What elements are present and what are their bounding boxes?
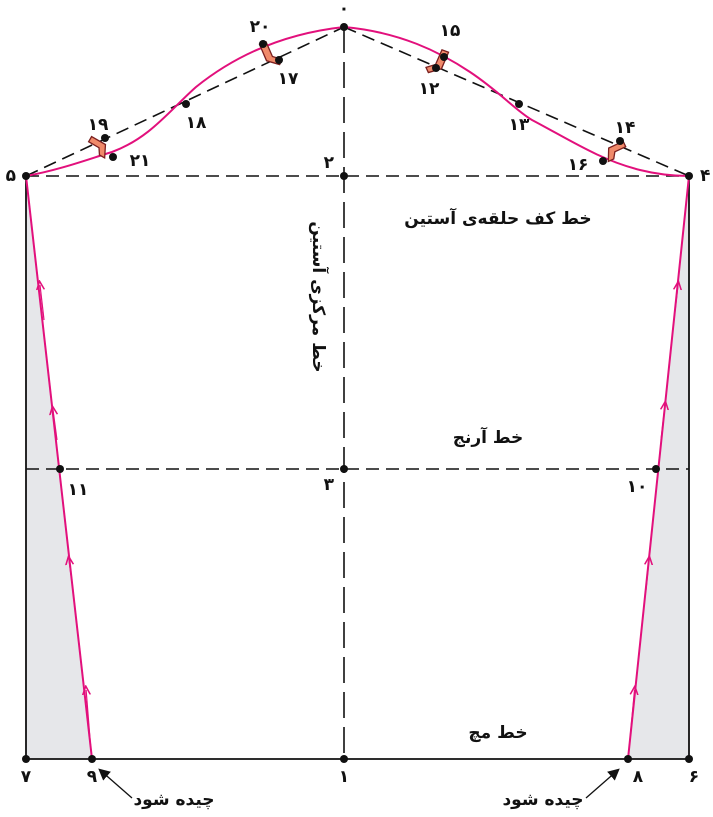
point-12-label: ۱۲ bbox=[419, 79, 440, 99]
point-14-label: ۱۴ bbox=[615, 118, 636, 138]
point-17-dot bbox=[275, 56, 283, 64]
notch-19-21 bbox=[87, 135, 107, 160]
left-seam-arrow-2 bbox=[69, 560, 73, 591]
point-9-label: ۹ bbox=[87, 767, 98, 787]
right-seam-arrow-3 bbox=[661, 405, 665, 441]
point-19-dot bbox=[101, 134, 109, 142]
point-7-dot bbox=[22, 755, 30, 763]
point-10-dot bbox=[652, 465, 660, 473]
point-2-dot bbox=[340, 172, 348, 180]
trim-right-pointer bbox=[585, 768, 620, 799]
point-13-label: ۱۳ bbox=[509, 115, 530, 135]
point-6-dot bbox=[685, 755, 693, 763]
point-21-label: ۲۱ bbox=[130, 151, 151, 171]
center-line-label: خط مرکزی آستین bbox=[308, 221, 330, 372]
point-0-label: ۰ bbox=[339, 0, 349, 19]
right-seam-arrow-4 bbox=[674, 285, 678, 321]
notch-14-16 bbox=[607, 140, 627, 163]
trim-left-pointer bbox=[98, 768, 133, 799]
point-16-label: ۱۶ bbox=[568, 155, 589, 175]
point-19-label: ۱۹ bbox=[88, 115, 109, 135]
point-14-dot bbox=[616, 137, 624, 145]
point-13-dot bbox=[515, 100, 523, 108]
point-8-label: ۸ bbox=[633, 767, 644, 787]
point-18-label: ۱۸ bbox=[186, 113, 207, 133]
point-0-dot bbox=[340, 23, 348, 31]
point-10-label: ۱۰ bbox=[627, 477, 648, 497]
point-6-label: ۶ bbox=[689, 767, 699, 787]
point-15-label: ۱۵ bbox=[440, 21, 461, 41]
left-seam-arrow-4 bbox=[40, 285, 44, 321]
sleeve-cap-curve bbox=[25, 25, 690, 177]
left-seam-arrow-3 bbox=[53, 410, 57, 441]
point-16-dot bbox=[599, 157, 607, 165]
point-3-label: ۳ bbox=[324, 475, 335, 495]
point-5-label: ۵ bbox=[6, 166, 16, 186]
right-seam-arrow-1 bbox=[628, 690, 635, 746]
point-20-label: ۲۰ bbox=[250, 17, 271, 37]
point-11-label: ۱۱ bbox=[68, 480, 89, 500]
point-4-dot bbox=[685, 172, 693, 180]
point-5-dot bbox=[22, 172, 30, 180]
elbow-line-label: خط آرنج bbox=[453, 426, 524, 448]
trim-right-label: چیده شود bbox=[502, 790, 583, 810]
wrist-line-label: خط مچ bbox=[468, 723, 527, 743]
point-18-dot bbox=[182, 100, 190, 108]
point-1-label: ۱ bbox=[339, 767, 349, 787]
cap-line-label: خط کف حلقه‌ی آستین bbox=[404, 207, 591, 229]
point-15-dot bbox=[440, 53, 448, 61]
notch-15-12 bbox=[425, 48, 450, 74]
point-21-dot bbox=[109, 153, 117, 161]
point-7-label: ۷ bbox=[21, 767, 32, 787]
cap-diagonal-left bbox=[25, 26, 345, 177]
point-11-dot bbox=[56, 465, 64, 473]
point-8-dot bbox=[624, 755, 632, 763]
point-1-dot bbox=[340, 755, 348, 763]
point-17-label: ۱۷ bbox=[278, 69, 299, 89]
point-4-label: ۴ bbox=[700, 166, 710, 186]
point-9-dot bbox=[88, 755, 96, 763]
point-12-dot bbox=[432, 64, 440, 72]
point-3-dot bbox=[340, 465, 348, 473]
right-seam-arrow-2 bbox=[646, 560, 649, 591]
trim-left-label: چیده شود bbox=[133, 790, 214, 810]
left-seam-arrow-1 bbox=[86, 690, 92, 746]
point-20-dot bbox=[259, 40, 267, 48]
point-2-label: ۲ bbox=[324, 153, 335, 173]
